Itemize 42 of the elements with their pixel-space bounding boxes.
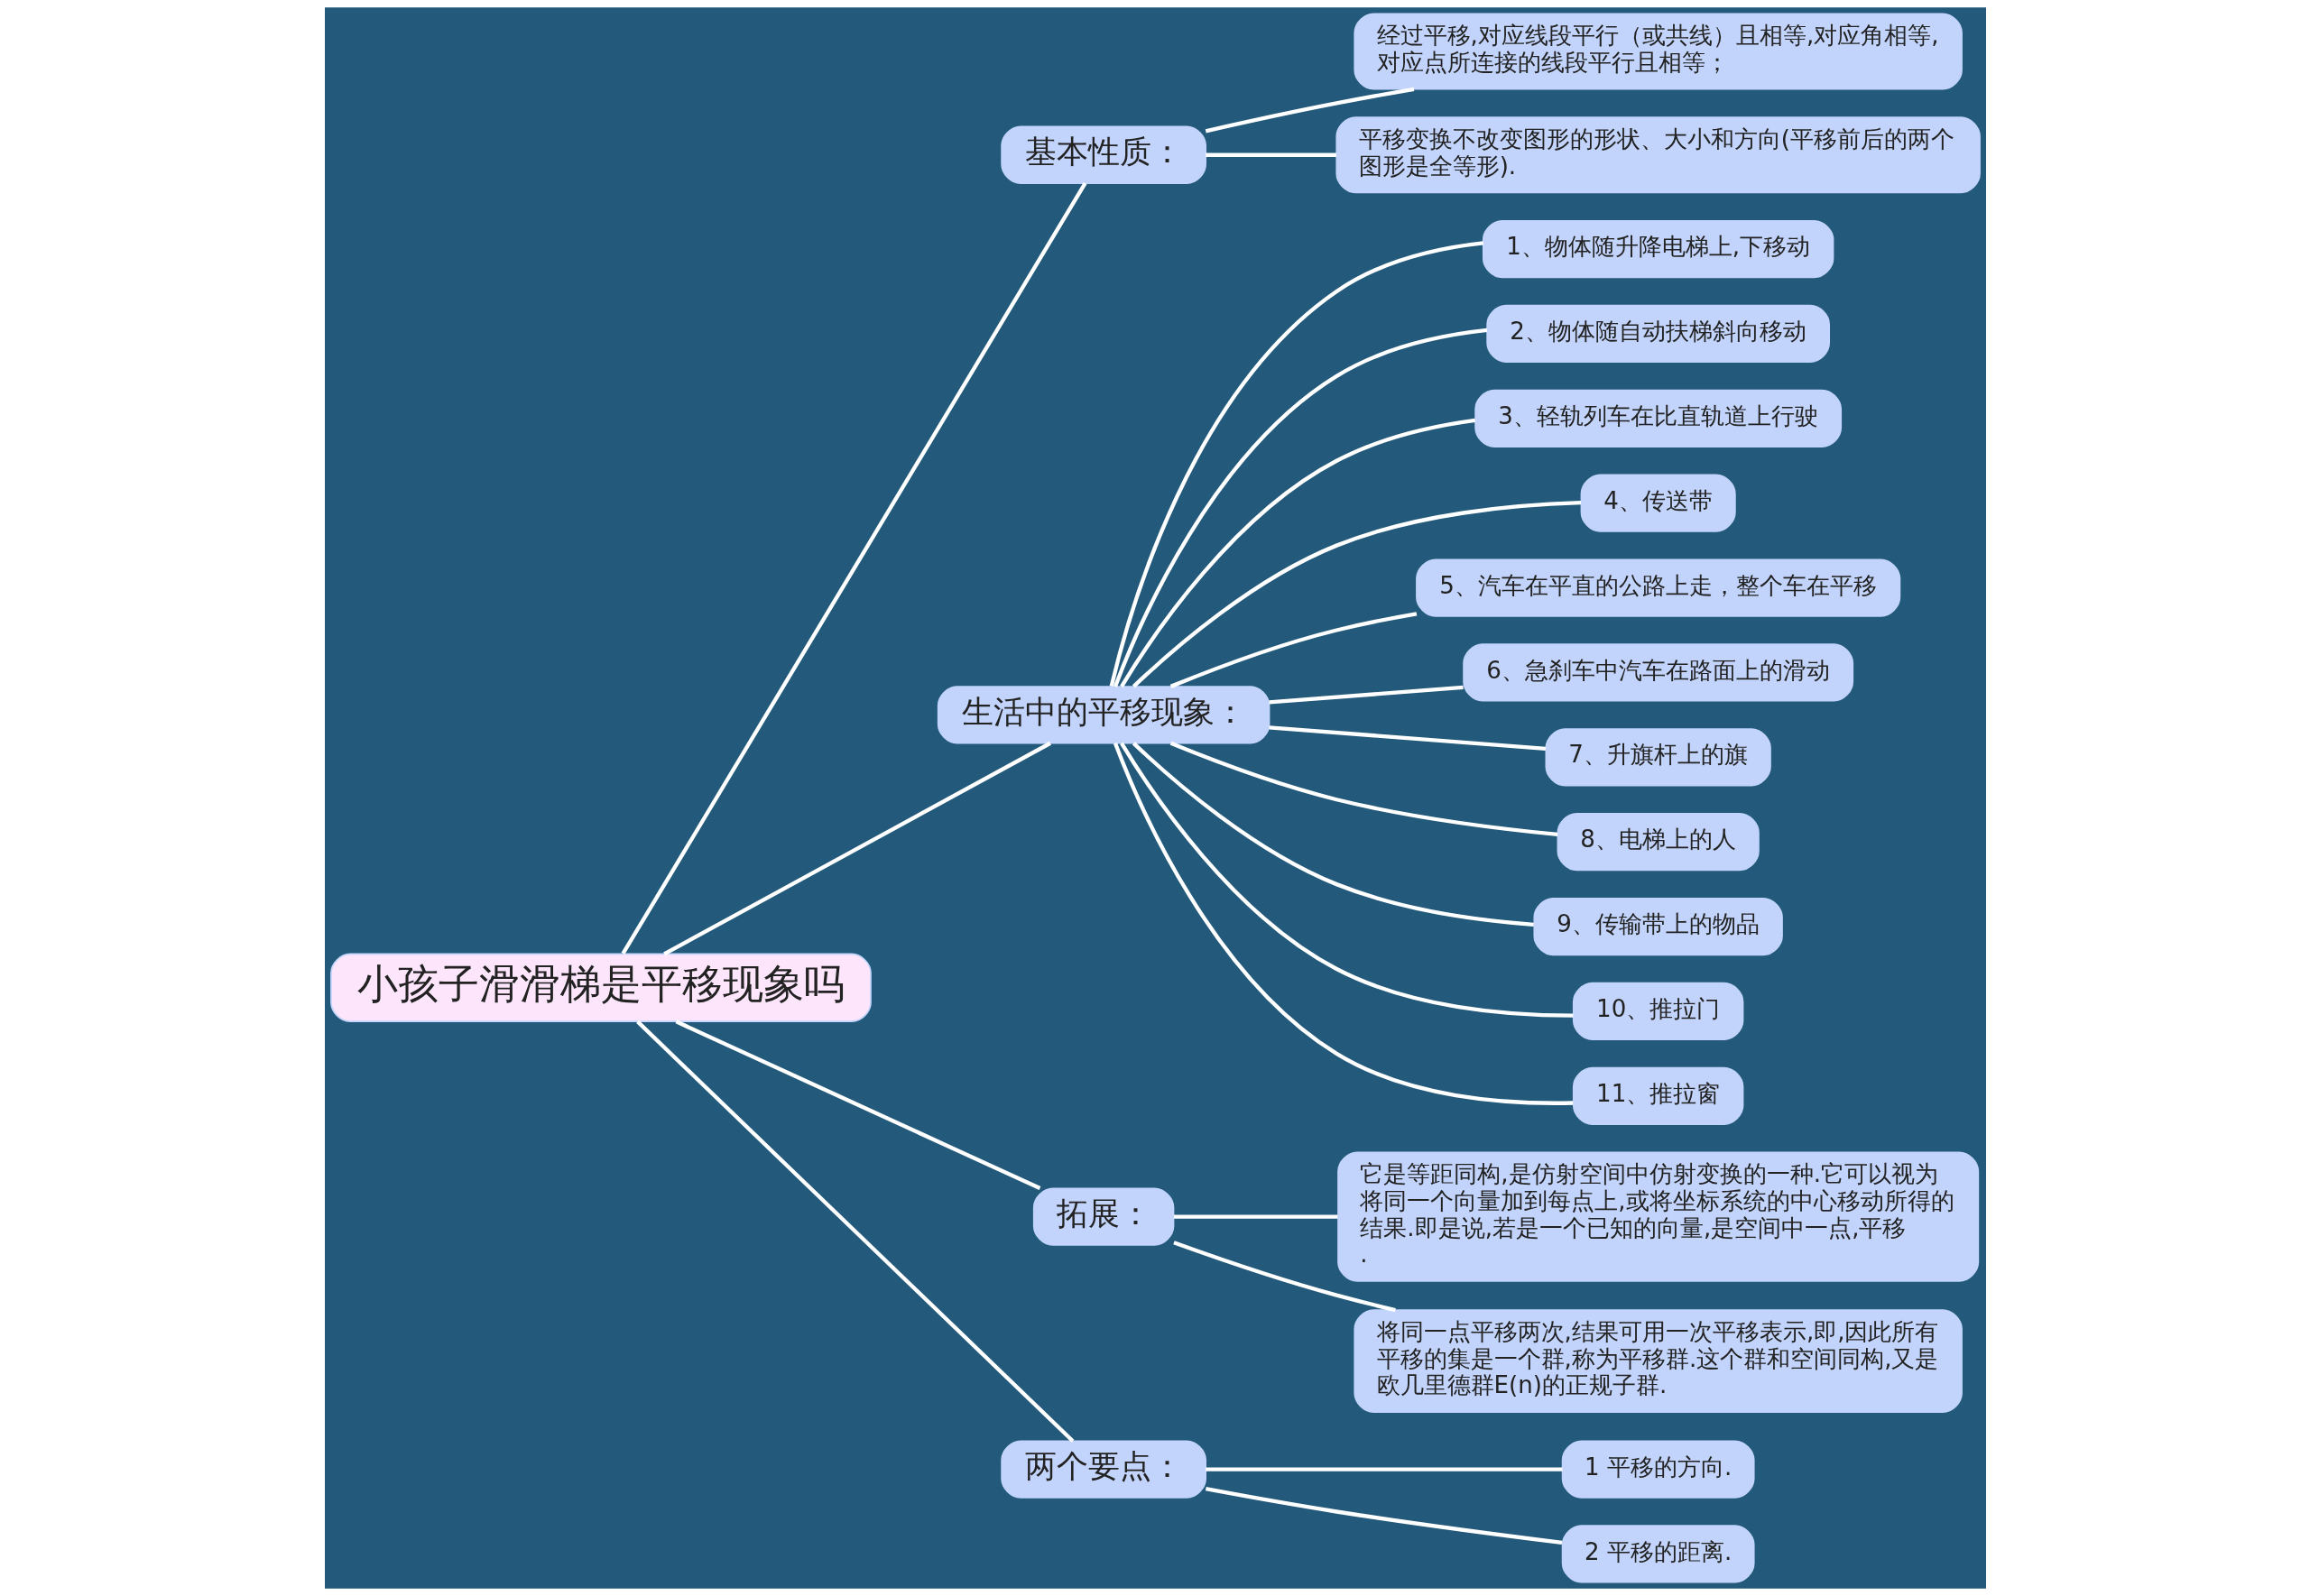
- node-box: 11、推拉窗: [1572, 1066, 1743, 1125]
- node-box: 8、电梯上的人: [1557, 813, 1760, 872]
- connector: [1205, 1467, 1562, 1471]
- node-box: 1 平移的方向.: [1561, 1440, 1755, 1499]
- connector: [1268, 725, 1546, 752]
- node-box: 3、轻轨列车在比直轨道上行驶: [1474, 389, 1842, 447]
- node-box: 2 平移的距离.: [1561, 1525, 1755, 1583]
- connector: [1113, 328, 1487, 687]
- connector: [1205, 152, 1336, 157]
- node-box: 9、传输带上的物品: [1532, 897, 1783, 956]
- connector: [1172, 1241, 1396, 1313]
- node-box: 生活中的平移现象：: [937, 686, 1270, 744]
- connector: [662, 741, 1051, 956]
- connector: [621, 182, 1086, 955]
- node-box: 4、传送带: [1580, 474, 1736, 532]
- node-box: 基本性质：: [1000, 125, 1206, 184]
- node-box: 经过平移,对应线段平行（或共线）且相等,对应角相等,对应点所连接的线段平行且相等；: [1353, 13, 1963, 90]
- connector: [1119, 742, 1573, 1018]
- connector: [1169, 741, 1557, 837]
- connector: [635, 1019, 1074, 1443]
- node-box: 它是等距同构,是仿射空间中仿射变换的一种.它可以视为将同一个向量加到每点上,或将坐标系统的中心移动所得的结果.即是说,若是一个已知的向量,是空间中一点,平移.: [1336, 1151, 1979, 1282]
- node-box: 1、物体随升降电梯上,下移动: [1482, 219, 1834, 279]
- connector: [1268, 685, 1464, 705]
- node-box: 小孩子滑滑梯是平移现象吗: [329, 953, 872, 1023]
- connector: [1132, 501, 1581, 688]
- connector: [1169, 612, 1417, 688]
- node-box: 平移变换不改变图形的形状、大小和方向(平移前后的两个图形是全等形).: [1335, 116, 1981, 194]
- connector: [675, 1019, 1040, 1191]
- node-box: 拓展：: [1032, 1187, 1174, 1246]
- connector: [1109, 241, 1483, 687]
- connector: [1173, 1214, 1337, 1219]
- node-box: 7、升旗杆上的旗: [1545, 728, 1771, 787]
- node-box: 两个要点：: [1000, 1440, 1206, 1499]
- connector: [1205, 1487, 1562, 1545]
- node-box: 2、物体随自动扶梯斜向移动: [1485, 304, 1830, 364]
- node-box: 6、急刹车中汽车在路面上的滑动: [1462, 643, 1853, 702]
- node-box: 5、汽车在平直的公路上走，整个车在平移: [1415, 558, 1900, 617]
- connector: [1119, 418, 1475, 687]
- node-box: 将同一点平移两次,结果可用一次平移表示,即,因此所有平移的集是一个群,称为平移群.这个群和空间同构,又是欧几里德群E(n)的正规子群.: [1353, 1309, 1963, 1413]
- node-box: 10、推拉门: [1572, 982, 1743, 1041]
- connector: [1113, 742, 1573, 1105]
- connector: [1132, 742, 1534, 927]
